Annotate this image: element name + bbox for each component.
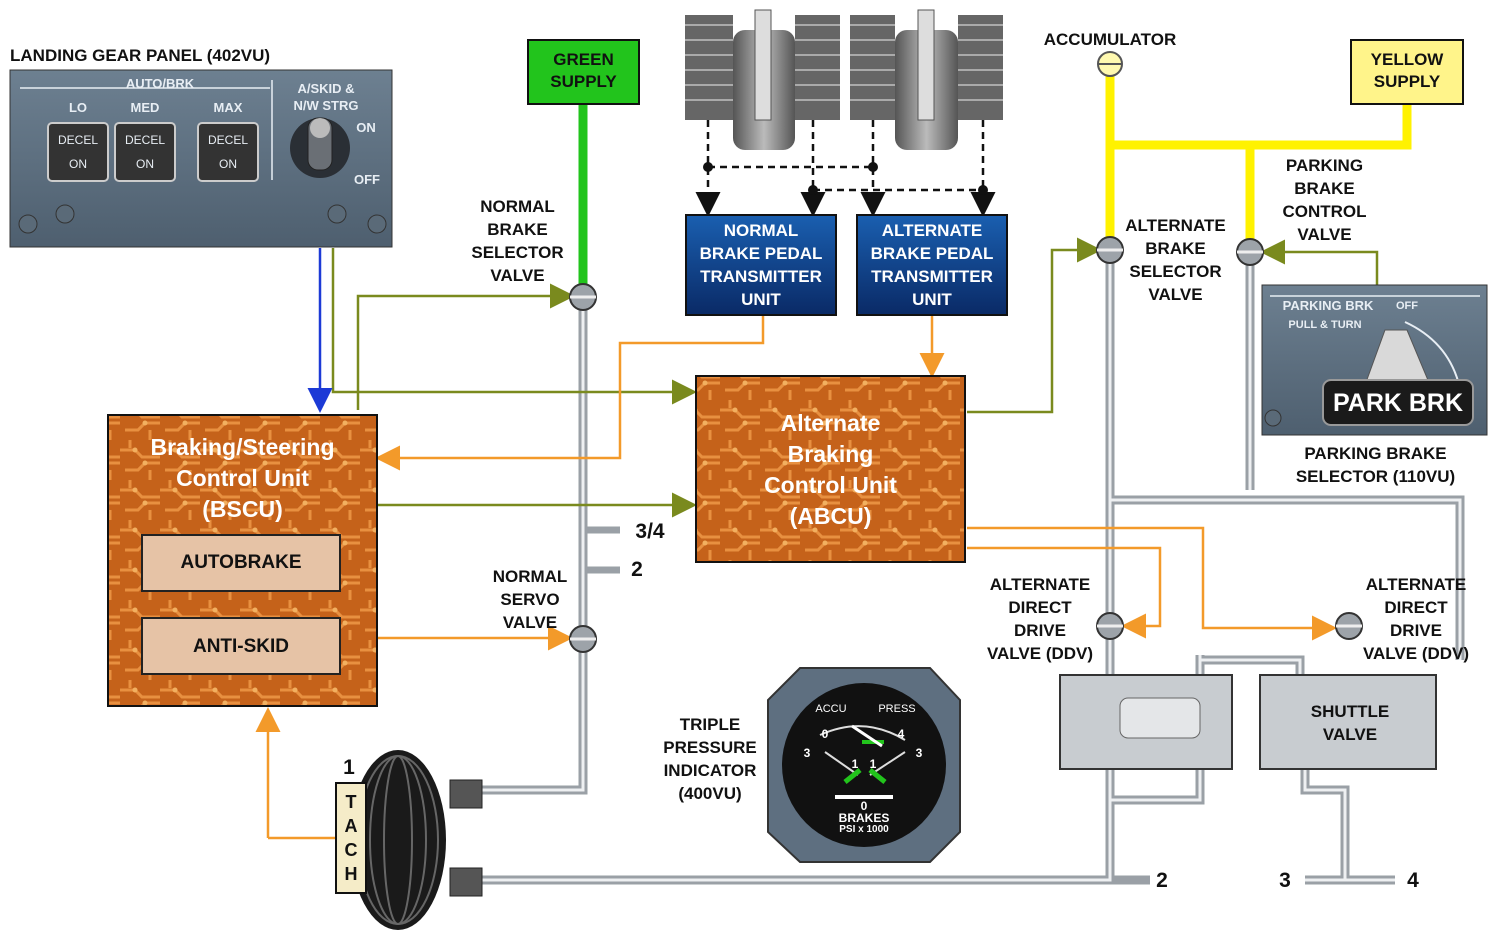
hydraulic-pipes-highlight [480,250,1462,882]
med-decel-label: DECEL [124,133,165,147]
wheel-number-1: 1 [343,756,355,779]
ddv-left-label: ALTERNATE DIRECT DRIVE VALVE (DDV) [986,575,1094,663]
pedal-dashed-lines [695,120,996,217]
gauge-accu: ACCU [815,703,847,715]
med-label: MED [130,100,160,115]
green-supply-box [527,39,640,105]
parking-brk-title: PARKING BRK [1282,298,1374,313]
olive-signal-lines [331,237,1379,518]
pedal-junction-dots [703,162,988,195]
switch-on-label: ON [356,120,376,135]
max-decel-label: DECEL [207,133,248,147]
alt-brake-selector-label: ALTERNATE BRAKE SELECTOR VALVE [1125,216,1226,304]
landing-gear-panel-title: LANDING GEAR PANEL (402VU) [10,46,271,65]
antiskid-box [141,617,341,675]
triple-pressure-indicator [767,667,961,863]
gauge-1-right: 1 [869,757,877,771]
accumulator-label: ACCUMULATOR [1043,30,1177,49]
autobrk-lo-button[interactable] [47,122,109,182]
autobrk-max-button[interactable] [197,122,259,182]
bscu-label: Braking/Steering Control Unit (BSCU) [150,434,335,522]
gauge-press: PRESS [878,703,916,715]
line-number-3-4: 3/4 [635,520,665,543]
pull-turn-label: PULL & TURN [1288,319,1362,331]
lo-decel-label: DECEL [57,133,98,147]
yellow-supply-lines [1105,72,1412,245]
gauge-3-right: 3 [915,746,923,760]
yellow-supply-box [1350,39,1464,105]
gauge-brakes: BRAKES [838,811,890,825]
landing-gear-panel [9,69,393,248]
gauge-bottom-0: 0 [860,799,868,813]
left-brake-pedals [685,9,840,150]
valves [569,236,1363,653]
shuttle-label: SHUTTLE VALVE [1310,702,1390,744]
park-brk-label: PARK BRK [1332,389,1464,417]
med-on-label: ON [136,157,154,171]
ddv-right-label: ALTERNATE DIRECT DRIVE VALVE (DDV) [1362,575,1470,663]
autobrake-box [141,534,341,592]
gauge-3-left: 3 [803,746,811,760]
askid-label: A/SKID & N/W STRG [293,81,359,113]
autobrk-med-button[interactable] [114,122,176,182]
parking-brake-panel [1261,284,1488,436]
gauge-0: 0 [821,727,829,741]
yellow-supply-label: YELLOW SUPPLY [1370,50,1444,91]
alt-transmitter-box [856,214,1008,316]
autobrk-label: AUTO/BRK [125,76,195,91]
line-number-3: 3 [1279,869,1291,892]
tach-box [335,782,367,894]
line-number-4: 4 [1407,869,1419,892]
abcu-box [695,375,966,563]
wheel-assembly [335,750,483,930]
gauge-1-left: 1 [851,757,859,771]
gauge-4: 4 [897,727,905,741]
tach-label: T A C H [344,792,358,884]
accumulator [1097,51,1123,77]
normal-transmitter-label: NORMAL BRAKE PEDAL TRANSMITTER UNIT [699,221,823,309]
normal-transmitter-box [685,214,837,316]
parking-control-label: PARKING BRAKE CONTROL VALVE [1282,156,1367,244]
right-brake-pedals [850,9,1003,150]
triple-indicator-label: TRIPLE PRESSURE INDICATOR (400VU) [663,715,757,803]
line-number-2-lower: 2 [1156,869,1168,892]
line-number-2-upper: 2 [631,558,643,581]
autobrake-label: AUTOBRAKE [180,552,302,573]
normal-brake-selector-label: NORMAL BRAKE SELECTOR VALVE [471,197,564,285]
green-supply-label: GREEN SUPPLY [550,50,617,91]
alt-transmitter-label: ALTERNATE BRAKE PEDAL TRANSMITTER UNIT [870,221,994,309]
lo-label: LO [68,100,88,115]
orange-signal-lines [268,315,1337,840]
max-on-label: ON [219,157,237,171]
right-shuttle-image [1259,674,1437,770]
gauge-unit: PSI x 1000 [839,824,889,835]
abcu-label: Alternate Braking Control Unit (ABCU) [764,410,897,529]
normal-servo-label: NORMAL SERVO VALVE [492,567,568,632]
park-off-label: OFF [1396,300,1418,312]
max-label: MAX [213,100,243,115]
switch-off-label: OFF [354,172,380,187]
lo-on-label: ON [69,157,87,171]
parking-selector-label: PARKING BRAKE SELECTOR (110VU) [1295,444,1456,486]
antiskid-label: ANTI-SKID [192,636,290,657]
